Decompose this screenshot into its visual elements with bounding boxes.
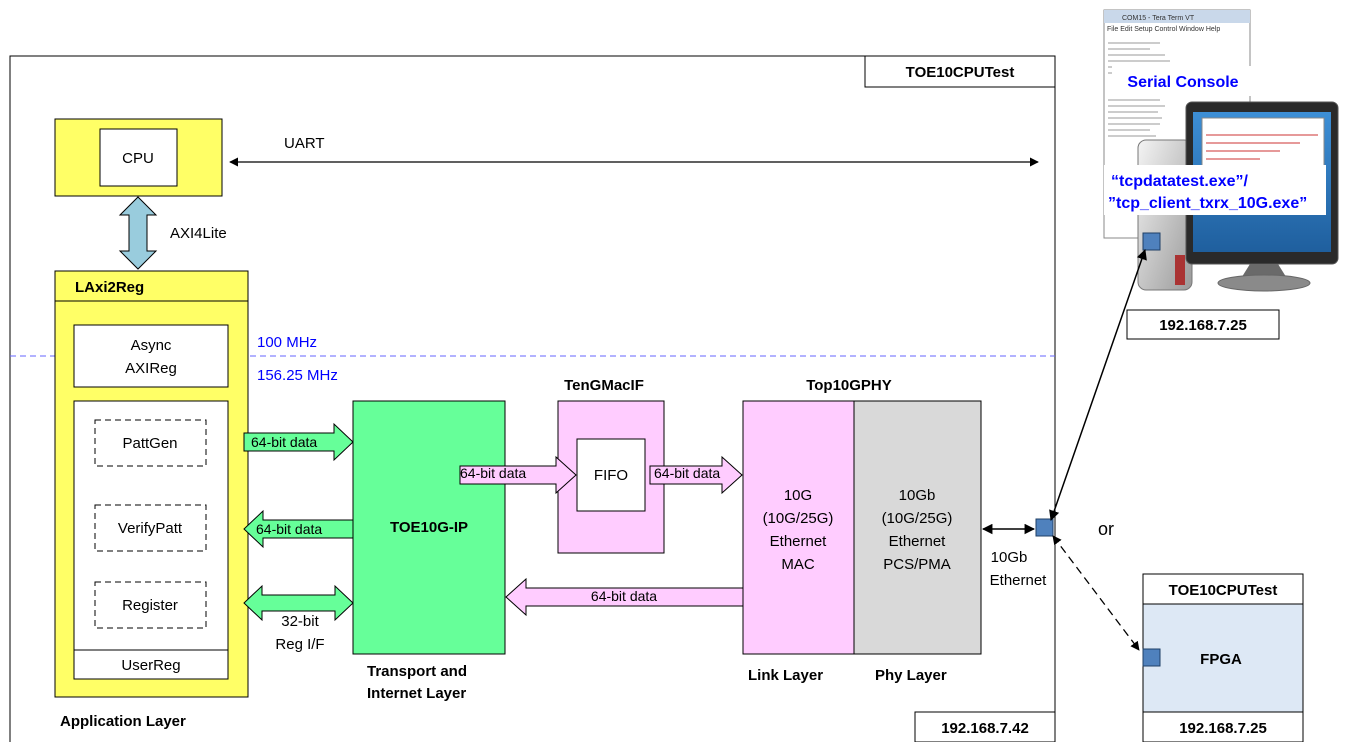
pcs-label-line2: (10G/25G) [882, 510, 953, 527]
main-title: TOE10CPUTest [906, 64, 1015, 81]
app-exe-label-line1: “tcpdatatest.exe”/ [1111, 173, 1248, 190]
pc-monitor-stand [1218, 275, 1310, 291]
register-label: Register [122, 597, 178, 614]
pcs-label-line1: 10Gb [899, 487, 936, 504]
pc-ip-label: 192.168.7.25 [1159, 317, 1247, 334]
local-ip-label: 192.168.7.42 [941, 720, 1029, 737]
ethernet-mac-block [743, 401, 854, 654]
fpga-ethernet-port [1036, 519, 1053, 536]
verifypatt-label: VerifyPatt [118, 520, 183, 537]
transport-label-line2: Internet Layer [367, 685, 466, 702]
eth-label-line1: 10Gb [991, 549, 1028, 566]
async-label-line2: AXIReg [125, 360, 177, 377]
toe10g-ip-label: TOE10G-IP [390, 519, 468, 536]
reg32-label-line2: Reg I/F [275, 636, 324, 653]
eth-label-line2: Ethernet [990, 572, 1048, 589]
console-title: COM15 - Tera Term VT [1122, 15, 1195, 22]
fpga-title-label: TOE10CPUTest [1169, 582, 1278, 599]
async-label-line1: Async [131, 337, 172, 354]
mac-label-line2: (10G/25G) [763, 510, 834, 527]
mac-label-line3: Ethernet [770, 533, 828, 550]
pcs-label-line4: PCS/PMA [883, 556, 951, 573]
pc-connection-arrow [1051, 250, 1145, 520]
serial-console-label: Serial Console [1127, 74, 1238, 91]
laxi2reg-label: LAxi2Reg [75, 279, 144, 296]
userreg-label: UserReg [121, 657, 180, 674]
fifo-out-label: 64-bit data [654, 465, 720, 481]
reg32-label-line1: 32-bit [281, 613, 319, 630]
pc-ethernet-port [1143, 233, 1160, 250]
remote-fpga-port [1143, 649, 1160, 666]
tengmacif-label: TenGMacIF [564, 377, 644, 394]
phy-layer-label: Phy Layer [875, 667, 947, 684]
pcs-pma-block [854, 401, 981, 654]
fpga-ip-label: 192.168.7.25 [1179, 720, 1267, 737]
app-exe-label-line2: ”tcp_client_txrx_10G.exe” [1108, 195, 1307, 212]
return-64bit-label: 64-bit data [591, 588, 657, 604]
mac-label-line1: 10G [784, 487, 812, 504]
uart-label: UART [284, 135, 325, 152]
pattgen-label: PattGen [122, 435, 177, 452]
tx-64bit-label: 64-bit data [251, 434, 317, 450]
pcs-label-line3: Ethernet [889, 533, 947, 550]
pc-illustration: COM15 - Tera Term VT File Edit Setup Con… [1104, 10, 1338, 291]
top10gphy-label: Top10GPHY [806, 377, 892, 394]
console-menu: File Edit Setup Control Window Help [1107, 26, 1220, 33]
freq-156-label: 156.25 MHz [257, 367, 338, 384]
fifo-label: FIFO [594, 467, 628, 484]
link-layer-label: Link Layer [748, 667, 823, 684]
mac-label-line4: MAC [781, 556, 815, 573]
fifo-in-label: 64-bit data [460, 465, 526, 481]
rx-64bit-label: 64-bit data [256, 521, 322, 537]
fpga-label: FPGA [1200, 651, 1242, 668]
pc-tower-led [1175, 255, 1185, 285]
transport-label-line1: Transport and [367, 663, 467, 680]
async-axireg-block [74, 325, 228, 387]
axi4lite-arrow [120, 197, 156, 269]
axi4lite-label: AXI4Lite [170, 225, 227, 242]
or-label: or [1098, 519, 1114, 539]
app-layer-label: Application Layer [60, 713, 186, 730]
fpga-connection-arrow [1053, 536, 1139, 650]
freq-100-label: 100 MHz [257, 334, 317, 351]
cpu-label: CPU [122, 150, 154, 167]
